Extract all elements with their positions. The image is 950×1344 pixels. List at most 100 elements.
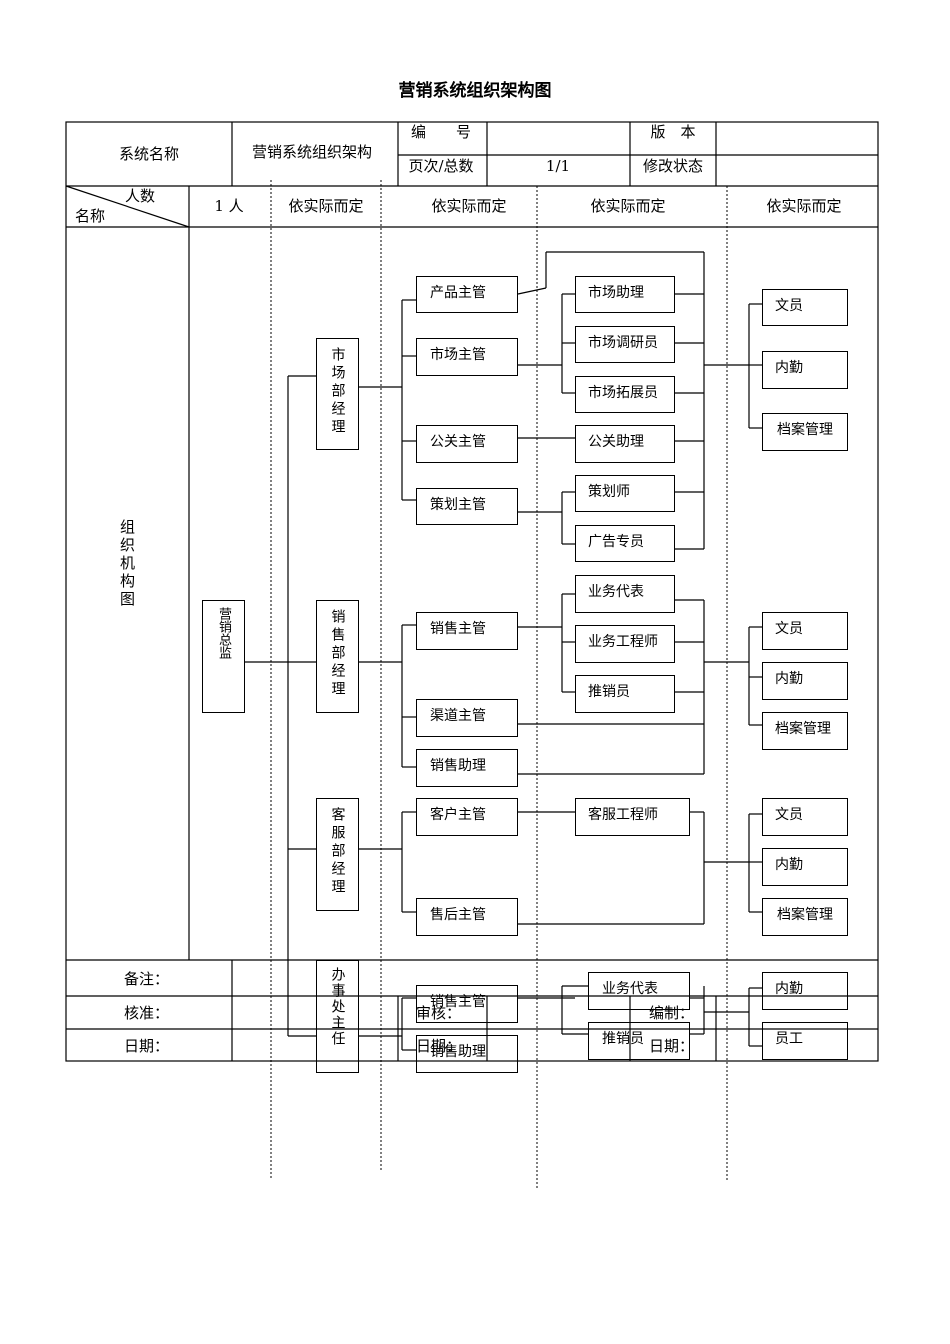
service-engineer-box: 客服工程师 xyxy=(575,798,690,836)
review-label: 审核： xyxy=(416,1004,462,1022)
date-label-3: 日期： xyxy=(649,1037,695,1055)
date-label-1: 日期： xyxy=(124,1037,170,1055)
market-researcher-box: 市场调研员 xyxy=(575,326,675,363)
service-engineer-label: 客服工程师 xyxy=(588,807,658,823)
office-sales-asst-box: 销售助理 xyxy=(416,1035,518,1073)
customer-sup-label: 客户主管 xyxy=(430,807,486,823)
internal1-label: 内勤 xyxy=(775,360,803,376)
after-sup-box: 售后主管 xyxy=(416,898,518,936)
sales-sup-box: 销售主管 xyxy=(416,612,518,650)
channel-sup-box: 渠道主管 xyxy=(416,699,518,737)
col5-count: 依实际而定 xyxy=(766,197,842,215)
sales-mgr-label: 销售部经理 xyxy=(329,609,346,699)
pr-asst-label: 公关助理 xyxy=(588,434,644,450)
archive3-box: 档案管理 xyxy=(762,898,848,936)
sales-rep-box: 业务代表 xyxy=(575,575,675,613)
date-label-2: 日期： xyxy=(416,1037,462,1055)
office-sales-sup-box: 销售主管 xyxy=(416,985,518,1023)
plan-sup-label: 策划主管 xyxy=(430,497,486,513)
clerk1-box: 文员 xyxy=(762,289,848,326)
staff4-box: 员工 xyxy=(762,1022,848,1060)
service-mgr-label: 客服部经理 xyxy=(329,807,346,897)
service-mgr-box: 客服部经理 xyxy=(316,798,359,911)
prepare-label: 编制： xyxy=(649,1004,695,1022)
office-promoter-box: 推销员 xyxy=(588,1022,690,1060)
sales-sup-label: 销售主管 xyxy=(430,621,486,637)
people-label: 人数 xyxy=(125,187,156,205)
sales-asst-label: 销售助理 xyxy=(430,758,486,774)
page-value: 1/1 xyxy=(545,157,571,175)
internal4-box: 内勤 xyxy=(762,972,848,1010)
market-sup-label: 市场主管 xyxy=(430,347,486,363)
internal1-box: 内勤 xyxy=(762,351,848,389)
pr-sup-label: 公关主管 xyxy=(430,434,486,450)
after-sup-label: 售后主管 xyxy=(430,907,486,923)
page-title: 营销系统组织架构图 xyxy=(398,81,552,101)
internal3-label: 内勤 xyxy=(775,857,803,873)
channel-sup-label: 渠道主管 xyxy=(430,708,486,724)
office-sales-sup-label: 销售主管 xyxy=(430,994,486,1010)
market-developer-label: 市场拓展员 xyxy=(588,385,658,401)
clerk2-box: 文员 xyxy=(762,612,848,650)
promoter-box: 推销员 xyxy=(575,675,675,713)
status-label: 修改状态 xyxy=(642,157,704,175)
office-sales-rep-label: 业务代表 xyxy=(602,981,658,997)
director-label: 营销总监 xyxy=(216,607,231,659)
internal3-box: 内勤 xyxy=(762,848,848,886)
internal4-label: 内勤 xyxy=(775,981,803,997)
col4-count: 依实际而定 xyxy=(590,197,666,215)
sales-asst-box: 销售助理 xyxy=(416,749,518,787)
staff4-label: 员工 xyxy=(775,1031,803,1047)
number-label: 编 号 xyxy=(410,123,472,141)
system-name-value: 营销系统组织架构 xyxy=(251,143,373,161)
market-sup-box: 市场主管 xyxy=(416,338,518,376)
page-label: 页次/总数 xyxy=(408,157,474,175)
office-mgr-box: 办事处主任 xyxy=(316,960,359,1073)
col2-count: 依实际而定 xyxy=(288,197,364,215)
plan-sup-box: 策划主管 xyxy=(416,488,518,525)
ad-specialist-label: 广告专员 xyxy=(588,534,644,550)
office-sales-asst-label: 销售助理 xyxy=(430,1044,486,1060)
market-mgr-box: 市场部经理 xyxy=(316,338,359,450)
approve-label: 核准： xyxy=(124,1004,170,1022)
archive1-label: 档案管理 xyxy=(777,422,833,438)
archive1-box: 档案管理 xyxy=(762,413,848,451)
market-mgr-label: 市场部经理 xyxy=(329,347,346,437)
product-sup-label: 产品主管 xyxy=(430,285,486,301)
ad-specialist-box: 广告专员 xyxy=(575,525,675,562)
market-asst-box: 市场助理 xyxy=(575,276,675,313)
sales-rep-label: 业务代表 xyxy=(588,584,644,600)
market-researcher-label: 市场调研员 xyxy=(588,335,658,351)
office-mgr-label: 办事处主任 xyxy=(329,967,346,1047)
col3-count: 依实际而定 xyxy=(431,197,507,215)
planner-box: 策划师 xyxy=(575,475,675,512)
pr-asst-box: 公关助理 xyxy=(575,425,675,463)
market-asst-label: 市场助理 xyxy=(588,285,644,301)
pr-sup-box: 公关主管 xyxy=(416,425,518,463)
office-sales-rep-box: 业务代表 xyxy=(588,972,690,1010)
internal2-label: 内勤 xyxy=(775,671,803,687)
clerk3-box: 文员 xyxy=(762,798,848,836)
clerk1-label: 文员 xyxy=(775,298,803,314)
archive3-label: 档案管理 xyxy=(777,907,833,923)
market-developer-box: 市场拓展员 xyxy=(575,376,675,413)
sales-mgr-box: 销售部经理 xyxy=(316,600,359,713)
archive2-box: 档案管理 xyxy=(762,712,848,750)
director-box: 营销总监 xyxy=(202,600,245,713)
version-label: 版 本 xyxy=(650,123,696,141)
promoter-label: 推销员 xyxy=(588,684,630,700)
archive2-label: 档案管理 xyxy=(775,721,831,737)
clerk2-label: 文员 xyxy=(775,621,803,637)
customer-sup-box: 客户主管 xyxy=(416,798,518,836)
planner-label: 策划师 xyxy=(588,484,630,500)
sales-engineer-box: 业务工程师 xyxy=(575,625,675,663)
name-label: 名称 xyxy=(75,207,106,225)
side-label: 组织机构图 xyxy=(118,519,136,609)
internal2-box: 内勤 xyxy=(762,662,848,700)
col1-count: 1 人 xyxy=(214,197,244,215)
remark-label: 备注： xyxy=(124,970,170,988)
clerk3-label: 文员 xyxy=(775,807,803,823)
product-sup-box: 产品主管 xyxy=(416,276,518,313)
office-promoter-label: 推销员 xyxy=(602,1031,644,1047)
